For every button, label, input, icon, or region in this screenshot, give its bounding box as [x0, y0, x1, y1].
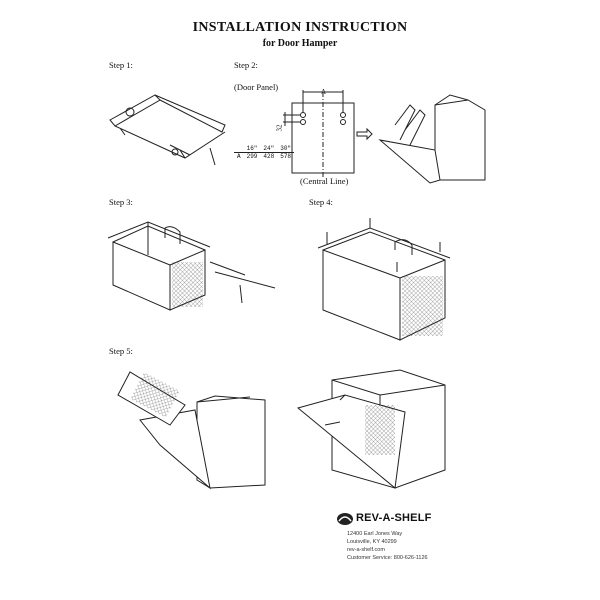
door-panel-label: (Door Panel) [234, 82, 279, 92]
step-5-drawing-b [296, 369, 446, 489]
table-header [234, 145, 244, 153]
step-2-label: Step 2: [234, 60, 258, 70]
rev-a-shelf-logo-icon [337, 513, 353, 525]
customer-service: Customer Service: 800-626-1126 [347, 555, 428, 561]
table-cell: A [237, 153, 241, 160]
step-5-drawing-a [117, 371, 266, 490]
step-1-label: Step 1: [109, 60, 133, 70]
table-cell: 428 [263, 153, 275, 160]
step-4-basket-drawing [317, 218, 451, 341]
address-line-1: 12400 Earl Jones Way [347, 531, 403, 537]
table-cell: 299 [246, 153, 258, 160]
table-header: 16" [243, 145, 261, 153]
page-subtitle: for Door Hamper [262, 38, 338, 49]
dimension-table: 16"24"30" A 299 428 578 [234, 145, 295, 160]
address-line-2: Louisville, KY 40299 [347, 539, 397, 545]
table-header: 24" [260, 145, 278, 153]
table-header: 30" [277, 145, 295, 153]
step-3-label: Step 3: [109, 197, 133, 207]
step-2-cabinet-drawing [378, 94, 486, 184]
page-title: INSTALLATION INSTRUCTION [192, 20, 408, 35]
website: rev-a-shelf.com [347, 547, 385, 553]
table-cell: 578 [280, 153, 292, 160]
step-4-label: Step 4: [309, 197, 333, 207]
step-3-basket-drawing [107, 221, 276, 311]
step-2-door-panel-drawing [283, 90, 373, 178]
step-1-frame-drawing [109, 94, 226, 166]
central-line-label: (Central Line) [300, 176, 349, 186]
step-5-label: Step 5: [109, 346, 133, 356]
brand-name: REV-A-SHELF [356, 512, 432, 524]
